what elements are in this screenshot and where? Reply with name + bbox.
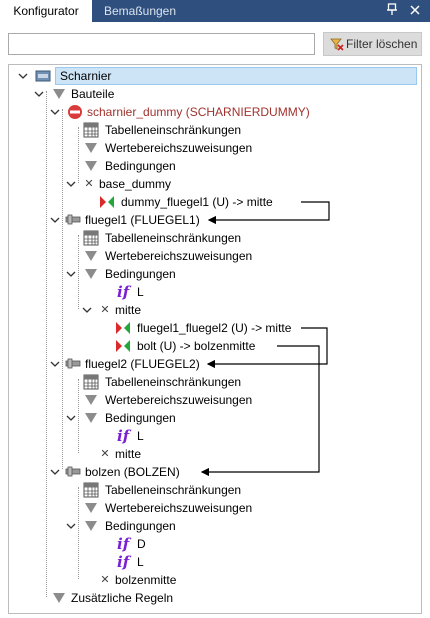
chevron-down-icon[interactable] xyxy=(49,358,61,370)
tree-item-label: Wertebereichszuweisungen xyxy=(105,393,253,407)
if-rule-icon: if xyxy=(117,427,130,445)
tree-item-label: Zusätzliche Regeln xyxy=(71,591,174,605)
tree-item-label: Bedingungen xyxy=(105,267,176,281)
tree-item-label: Tabelleneinschränkungen xyxy=(105,231,242,245)
if-rule-icon: if xyxy=(117,535,130,553)
chevron-down-icon[interactable] xyxy=(65,268,77,280)
tree-item-label: bolzen (BOLZEN) xyxy=(85,465,180,479)
tree-item-label: fluegel2 (FLUEGEL2) xyxy=(85,357,200,371)
chevron-down-icon[interactable] xyxy=(49,466,61,478)
chevron-down-icon[interactable] xyxy=(33,88,45,100)
if-rule-icon: if xyxy=(117,283,130,301)
tab-konfigurator[interactable]: Konfigurator xyxy=(0,0,92,22)
table-icon xyxy=(83,482,99,498)
configurator-tree[interactable]: Scharnier Bauteile scharnier_dummy (SCHA… xyxy=(8,64,422,614)
tree-item-label: Tabelleneinschränkungen xyxy=(105,483,242,497)
filter-clear-icon xyxy=(330,38,344,51)
origin-x-icon: ✕ xyxy=(100,448,110,460)
tree-item-label: fluegel1 (FLUEGEL1) xyxy=(85,213,200,227)
tree-item-label: Bedingungen xyxy=(105,159,176,173)
funnel-icon xyxy=(85,521,97,531)
pin-icon[interactable] xyxy=(385,3,399,17)
tree-item-label: mitte xyxy=(115,447,142,461)
funnel-icon xyxy=(53,89,65,99)
tree-item-label: fluegel1_fluegel2 (U) -> mitte xyxy=(137,321,292,335)
table-icon xyxy=(83,374,99,390)
table-icon xyxy=(83,122,99,138)
part-icon xyxy=(65,466,81,477)
funnel-icon xyxy=(53,593,65,603)
chevron-down-icon[interactable] xyxy=(17,70,29,82)
tab-window-controls xyxy=(379,3,422,19)
chevron-down-icon[interactable] xyxy=(81,304,93,316)
arrow-conn3 xyxy=(200,345,320,477)
funnel-icon xyxy=(85,395,97,405)
tree-item-label: Scharnier xyxy=(55,67,417,85)
funnel-icon xyxy=(85,269,97,279)
tree-item-label: bolzenmitte xyxy=(115,573,177,587)
tree-item-label: Wertebereichszuweisungen xyxy=(105,501,253,515)
tree-item-label: L xyxy=(137,285,144,299)
if-rule-icon: if xyxy=(117,553,130,571)
tree-item-label: D xyxy=(137,537,146,551)
tree-item-label: Bauteile xyxy=(71,87,115,101)
tree-item-label: bolt (U) -> bolzenmitte xyxy=(137,339,256,353)
tree-item-label: dummy_fluegel1 (U) -> mitte xyxy=(121,195,273,209)
origin-x-icon: ✕ xyxy=(100,304,110,316)
filter-clear-button[interactable]: Filter löschen xyxy=(323,32,422,56)
close-icon[interactable] xyxy=(408,4,422,18)
filter-clear-label: Filter löschen xyxy=(346,37,418,51)
funnel-icon xyxy=(85,143,97,153)
chevron-down-icon[interactable] xyxy=(65,520,77,532)
tree-item-label: Wertebereichszuweisungen xyxy=(105,141,253,155)
tree-item-label: L xyxy=(137,555,144,569)
funnel-icon xyxy=(85,161,97,171)
tab-bemassungen[interactable]: Bemaßungen xyxy=(103,4,177,18)
tree-item-label: Tabelleneinschränkungen xyxy=(105,375,242,389)
tree-item-label: base_dummy xyxy=(99,177,172,191)
table-icon xyxy=(83,230,99,246)
tree-item-label: mitte xyxy=(115,303,142,317)
chevron-down-icon[interactable] xyxy=(65,412,77,424)
origin-x-icon: ✕ xyxy=(84,178,94,190)
tree-item-label: Tabelleneinschränkungen xyxy=(105,123,242,137)
tree-item-label: L xyxy=(137,429,144,443)
funnel-icon xyxy=(85,251,97,261)
tree-item-scharnier[interactable]: Scharnier xyxy=(17,67,417,85)
funnel-icon xyxy=(85,503,97,513)
tree-item-label: Bedingungen xyxy=(105,411,176,425)
connection-icon xyxy=(116,322,130,334)
no-entry-icon xyxy=(68,105,82,119)
tree-item-label: Bedingungen xyxy=(105,519,176,533)
tree-item-label: Wertebereichszuweisungen xyxy=(105,249,253,263)
chevron-down-icon[interactable] xyxy=(49,106,61,118)
connection-icon xyxy=(100,196,114,208)
assembly-icon xyxy=(35,70,51,82)
chevron-down-icon[interactable] xyxy=(49,214,61,226)
chevron-down-icon[interactable] xyxy=(65,178,77,190)
part-icon xyxy=(65,214,81,225)
part-icon xyxy=(65,358,81,369)
funnel-icon xyxy=(85,413,97,423)
search-input[interactable] xyxy=(8,33,315,55)
origin-x-icon: ✕ xyxy=(100,574,110,586)
connection-icon xyxy=(116,340,130,352)
tree-item-label: scharnier_dummy (SCHARNIERDUMMY) xyxy=(87,105,310,119)
tab-bar: Konfigurator Bemaßungen xyxy=(0,0,430,22)
